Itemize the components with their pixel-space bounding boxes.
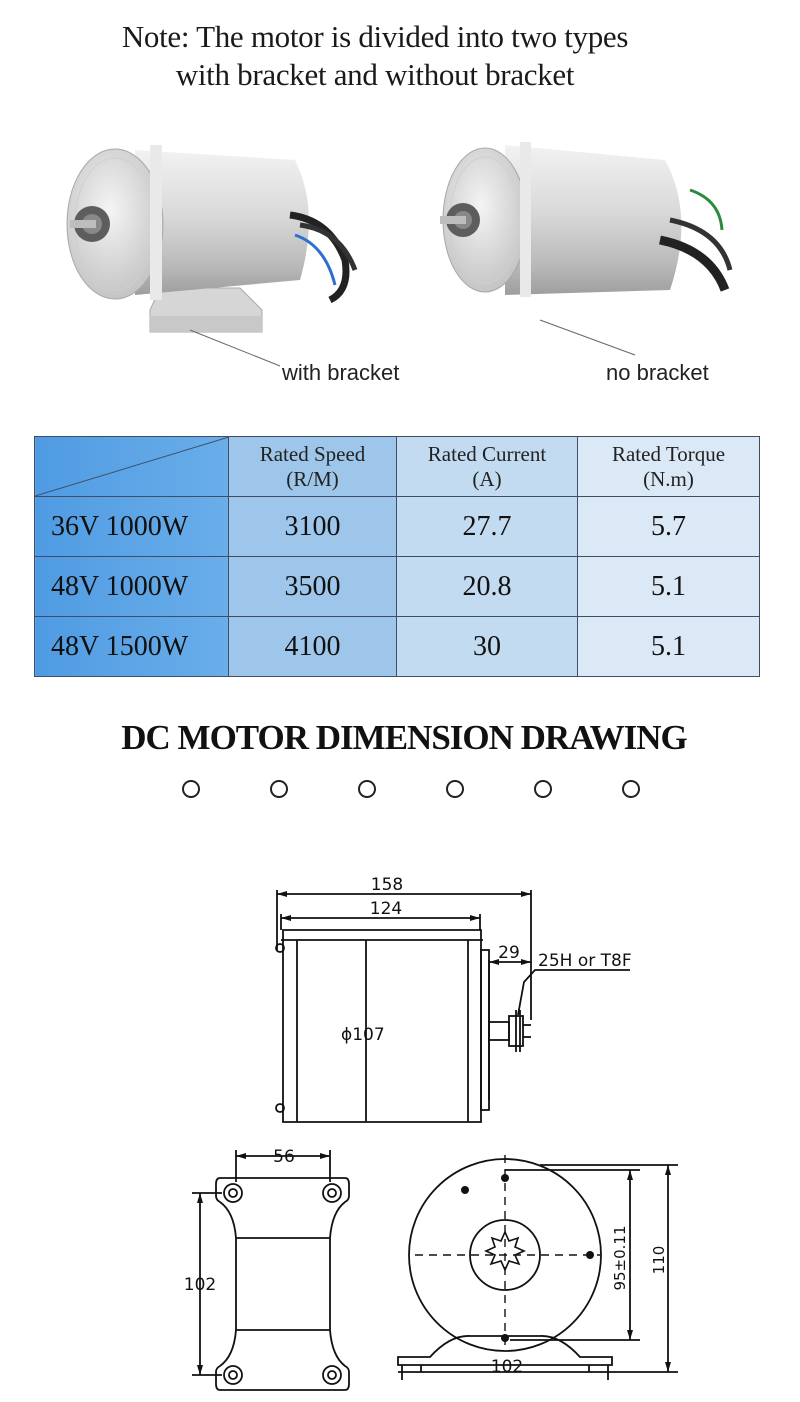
motor-with-bracket	[66, 145, 358, 367]
row-current: 27.7	[396, 496, 578, 557]
dim-56-label: 56	[273, 1147, 295, 1167]
circle-icon	[358, 780, 376, 798]
row-speed: 3500	[228, 556, 397, 617]
circle-icon	[182, 780, 200, 798]
row-torque: 5.7	[577, 496, 760, 557]
with-bracket-label: with bracket	[282, 360, 400, 385]
dim-124-label: 124	[370, 899, 402, 919]
circle-icon	[446, 780, 464, 798]
row-current: 20.8	[396, 556, 578, 617]
decorative-dots	[180, 780, 650, 804]
header-rated-speed-title: Rated Speed	[259, 441, 366, 466]
section-title: DC MOTOR DIMENSION DRAWING	[121, 718, 687, 757]
sprocket-label: 25H or T8F	[538, 951, 632, 971]
motor-without-bracket	[440, 142, 733, 356]
row-speed: 3100	[228, 496, 397, 557]
table-row: 48V 1500W 4100 30 5.1	[34, 616, 760, 677]
header-rated-torque-title: Rated Torque	[611, 441, 726, 466]
header-rated-current-unit: (A)	[472, 466, 502, 491]
table-row: 48V 1000W 3500 20.8 5.1	[34, 556, 760, 617]
header-rated-current-title: Rated Current	[427, 441, 547, 466]
dimension-drawing: 158 124 29 25H or T8F ϕ107 56 102 102 95…	[184, 875, 678, 1391]
dim-102-bottom-label: 102	[491, 1357, 523, 1377]
dim-110-label: 110	[650, 1246, 668, 1275]
row-model: 48V 1500W	[34, 616, 229, 677]
motor-photos: with bracket no bracket	[0, 120, 800, 410]
row-torque: 5.1	[577, 556, 760, 617]
header-rated-current: Rated Current (A)	[396, 436, 578, 497]
note-heading: Note: The motor is divided into two type…	[0, 18, 750, 94]
dim-95-label: 95±0.11	[611, 1225, 629, 1290]
row-speed: 4100	[228, 616, 397, 677]
motor-photos-illustration	[66, 142, 733, 367]
row-torque: 5.1	[577, 616, 760, 677]
row-model: 36V 1000W	[34, 496, 229, 557]
dim-102-left-label: 102	[184, 1275, 216, 1295]
no-bracket-label: no bracket	[606, 360, 709, 385]
circle-icon	[534, 780, 552, 798]
table-row: 36V 1000W 3100 27.7 5.7	[34, 496, 760, 557]
header-rated-torque-unit: (N.m)	[643, 466, 694, 491]
side-view	[275, 890, 630, 1123]
bracket-view	[192, 1150, 350, 1391]
circle-icon	[622, 780, 640, 798]
header-rated-speed-unit: (R/M)	[286, 466, 339, 491]
table-header-row: Rated Speed (R/M) Rated Current (A) Rate…	[34, 436, 760, 497]
table-corner-cell	[34, 436, 229, 497]
diagonal-line	[35, 437, 229, 496]
spec-table: Rated Speed (R/M) Rated Current (A) Rate…	[34, 436, 760, 677]
dim-29-label: 29	[498, 943, 520, 963]
note-line-1: Note: The motor is divided into two type…	[121, 19, 629, 54]
dim-158-label: 158	[371, 875, 403, 895]
circle-icon	[270, 780, 288, 798]
row-current: 30	[396, 616, 578, 677]
header-rated-speed: Rated Speed (R/M)	[228, 436, 397, 497]
row-model: 48V 1000W	[34, 556, 229, 617]
header-rated-torque: Rated Torque (N.m)	[577, 436, 760, 497]
diameter-label: ϕ107	[341, 1025, 385, 1045]
front-view	[397, 1155, 678, 1380]
note-line-2: with bracket and without bracket	[175, 57, 575, 92]
